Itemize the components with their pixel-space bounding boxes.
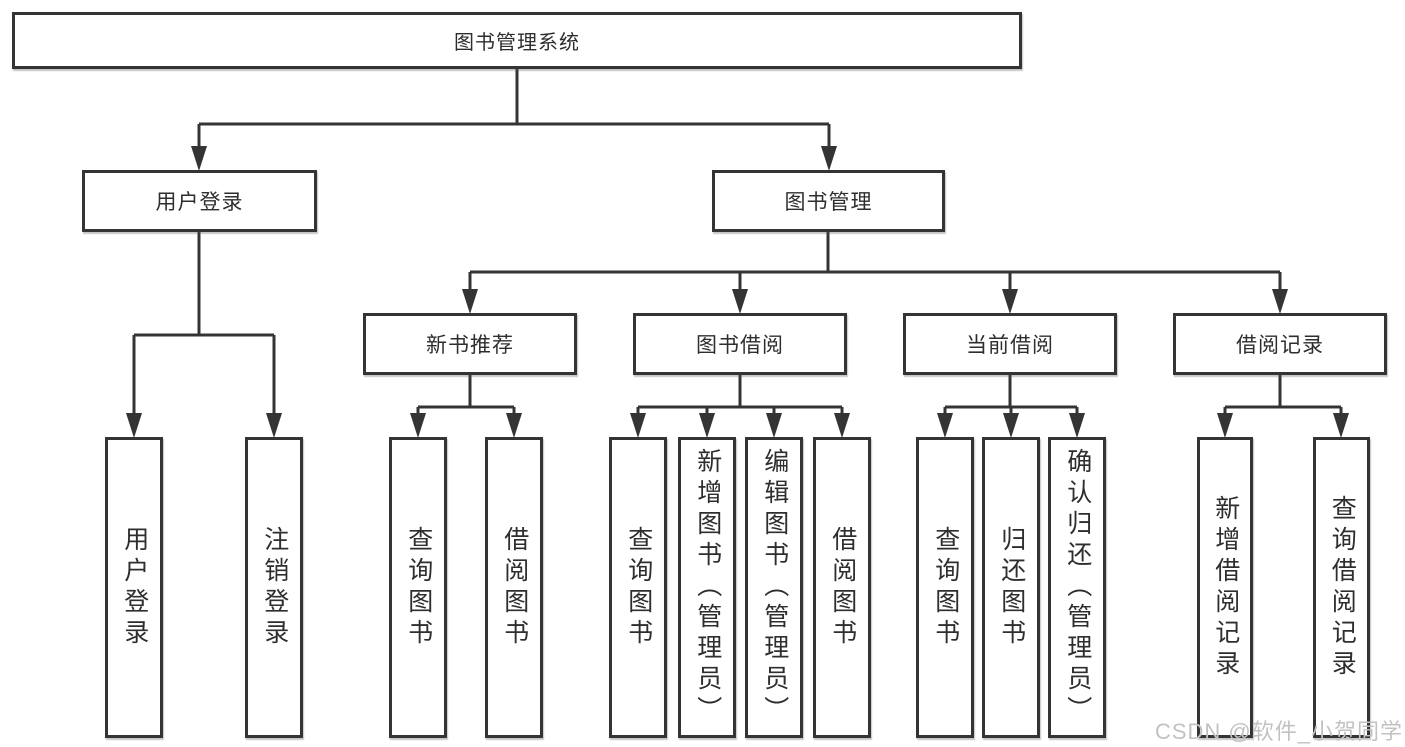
leaf-add-borrow-record: 新增借阅记录 xyxy=(1197,437,1253,738)
leaf-confirm-return-admin: 确认归还（管理员） xyxy=(1048,437,1106,738)
leaf-add-book-admin: 新增图书（管理员） xyxy=(678,437,736,738)
leaf-return-book: 归还图书 xyxy=(982,437,1040,738)
leaf-borrow-book: 借阅图书 xyxy=(813,437,871,738)
node-borrow-record: 借阅记录 xyxy=(1173,313,1387,375)
leaf-query-book-current: 查询图书 xyxy=(916,437,974,738)
node-system-root: 图书管理系统 xyxy=(12,12,1022,69)
leaf-query-book-borrow: 查询图书 xyxy=(609,437,667,738)
leaf-user-login: 用户登录 xyxy=(105,437,163,738)
csdn-watermark: CSDN @软件_小贺同学 xyxy=(1154,719,1403,744)
node-book-borrow: 图书借阅 xyxy=(633,313,847,375)
leaf-edit-book-admin: 编辑图书（管理员） xyxy=(745,437,803,738)
leaf-query-borrow-record: 查询借阅记录 xyxy=(1313,437,1370,738)
node-book-management: 图书管理 xyxy=(712,170,945,232)
leaf-logout: 注销登录 xyxy=(245,437,303,738)
node-new-book-recommend: 新书推荐 xyxy=(363,313,577,375)
leaf-borrow-book-recommend: 借阅图书 xyxy=(485,437,543,738)
node-user-login: 用户登录 xyxy=(82,170,317,232)
node-current-borrow: 当前借阅 xyxy=(903,313,1117,375)
leaf-query-book-recommend: 查询图书 xyxy=(389,437,447,738)
